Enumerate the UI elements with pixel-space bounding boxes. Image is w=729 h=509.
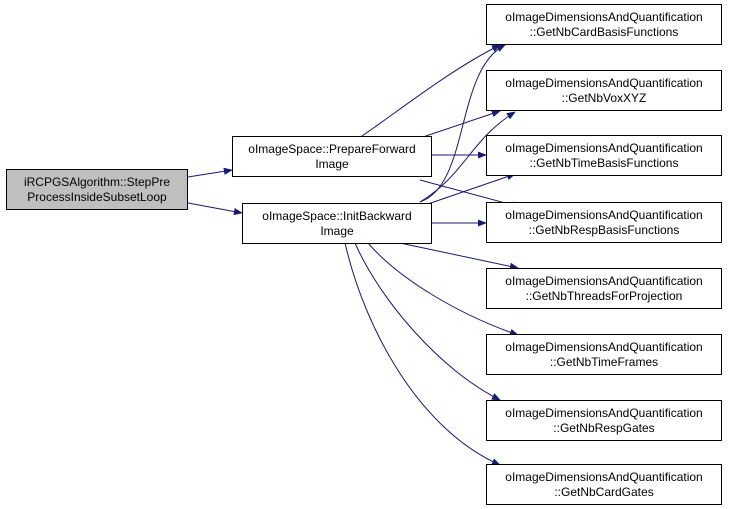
- node-label-line1: oImageDimensionsAndQuantification: [505, 207, 703, 222]
- node-label-line2: ::GetNbTimeBasisFunctions: [529, 155, 679, 170]
- node-label-line1: oImageDimensionsAndQuantification: [505, 273, 703, 288]
- node-label-line2: ProcessInsideSubsetLoop: [27, 189, 167, 204]
- node-label-line2: ::GetNbRespGates: [553, 420, 655, 435]
- node-label-line2: ::GetNbRespBasisFunctions: [528, 222, 680, 237]
- edge-root-to-init: [187, 202, 243, 216]
- node-init-backward-image[interactable]: oImageSpace::InitBackward Image: [242, 203, 432, 244]
- node-label-line2: ::GetNbCardBasisFunctions: [529, 24, 679, 39]
- node-root-steppreprocess[interactable]: iRCPGSAlgorithm::StepPre ProcessInsideSu…: [6, 169, 188, 210]
- node-label-line1: oImageDimensionsAndQuantification: [505, 469, 703, 484]
- edge-init-to-time-basis: [424, 173, 516, 206]
- node-label-line1: oImageSpace::PrepareForward: [248, 141, 416, 156]
- edge-init-to-vox-xyz: [419, 111, 516, 203]
- edge-root-to-prepare: [187, 167, 233, 178]
- node-label-line2: Image: [320, 223, 354, 238]
- node-label-line1: oImageDimensionsAndQuantification: [505, 9, 703, 24]
- edge-init-to-card-gates: [344, 242, 501, 466]
- edge-init-to-time-frames: [367, 242, 519, 336]
- node-label-line2: Image: [315, 156, 349, 171]
- node-get-nb-threads-for-projection[interactable]: oImageDimensionsAndQuantification ::GetN…: [486, 268, 722, 309]
- node-get-nb-resp-basis-functions[interactable]: oImageDimensionsAndQuantification ::GetN…: [486, 202, 722, 243]
- edge-prepare-to-vox-xyz: [419, 110, 501, 139]
- node-label-line2: ::GetNbTimeFrames: [549, 354, 659, 369]
- edge-prepare-to-card-basis: [361, 44, 501, 137]
- node-label-line1: oImageDimensionsAndQuantification: [505, 140, 703, 155]
- node-get-nb-time-basis-functions[interactable]: oImageDimensionsAndQuantification ::GetN…: [486, 135, 722, 176]
- node-get-nb-resp-gates[interactable]: oImageDimensionsAndQuantification ::GetN…: [486, 400, 722, 441]
- node-get-nb-card-basis-functions[interactable]: oImageDimensionsAndQuantification ::GetN…: [486, 4, 722, 45]
- node-get-nb-card-gates[interactable]: oImageDimensionsAndQuantification ::GetN…: [486, 464, 722, 505]
- node-label-line1: oImageSpace::InitBackward: [262, 208, 412, 223]
- node-get-nb-time-frames[interactable]: oImageDimensionsAndQuantification ::GetN…: [486, 334, 722, 375]
- edge-init-to-resp-gates: [354, 242, 501, 401]
- node-label-line1: oImageDimensionsAndQuantification: [505, 339, 703, 354]
- node-prepare-forward-image[interactable]: oImageSpace::PrepareForward Image: [232, 136, 432, 177]
- edge-init-to-threads: [399, 242, 519, 270]
- node-label-line1: oImageDimensionsAndQuantification: [505, 75, 703, 90]
- node-label-line2: ::GetNbThreadsForProjection: [525, 288, 683, 303]
- node-get-nb-vox-xyz[interactable]: oImageDimensionsAndQuantification ::GetN…: [486, 70, 722, 111]
- node-label-line1: iRCPGSAlgorithm::StepPre: [23, 174, 171, 189]
- node-label-line1: oImageDimensionsAndQuantification: [505, 405, 703, 420]
- node-label-line2: ::GetNbCardGates: [554, 484, 654, 499]
- node-label-line2: ::GetNbVoxXYZ: [561, 90, 647, 105]
